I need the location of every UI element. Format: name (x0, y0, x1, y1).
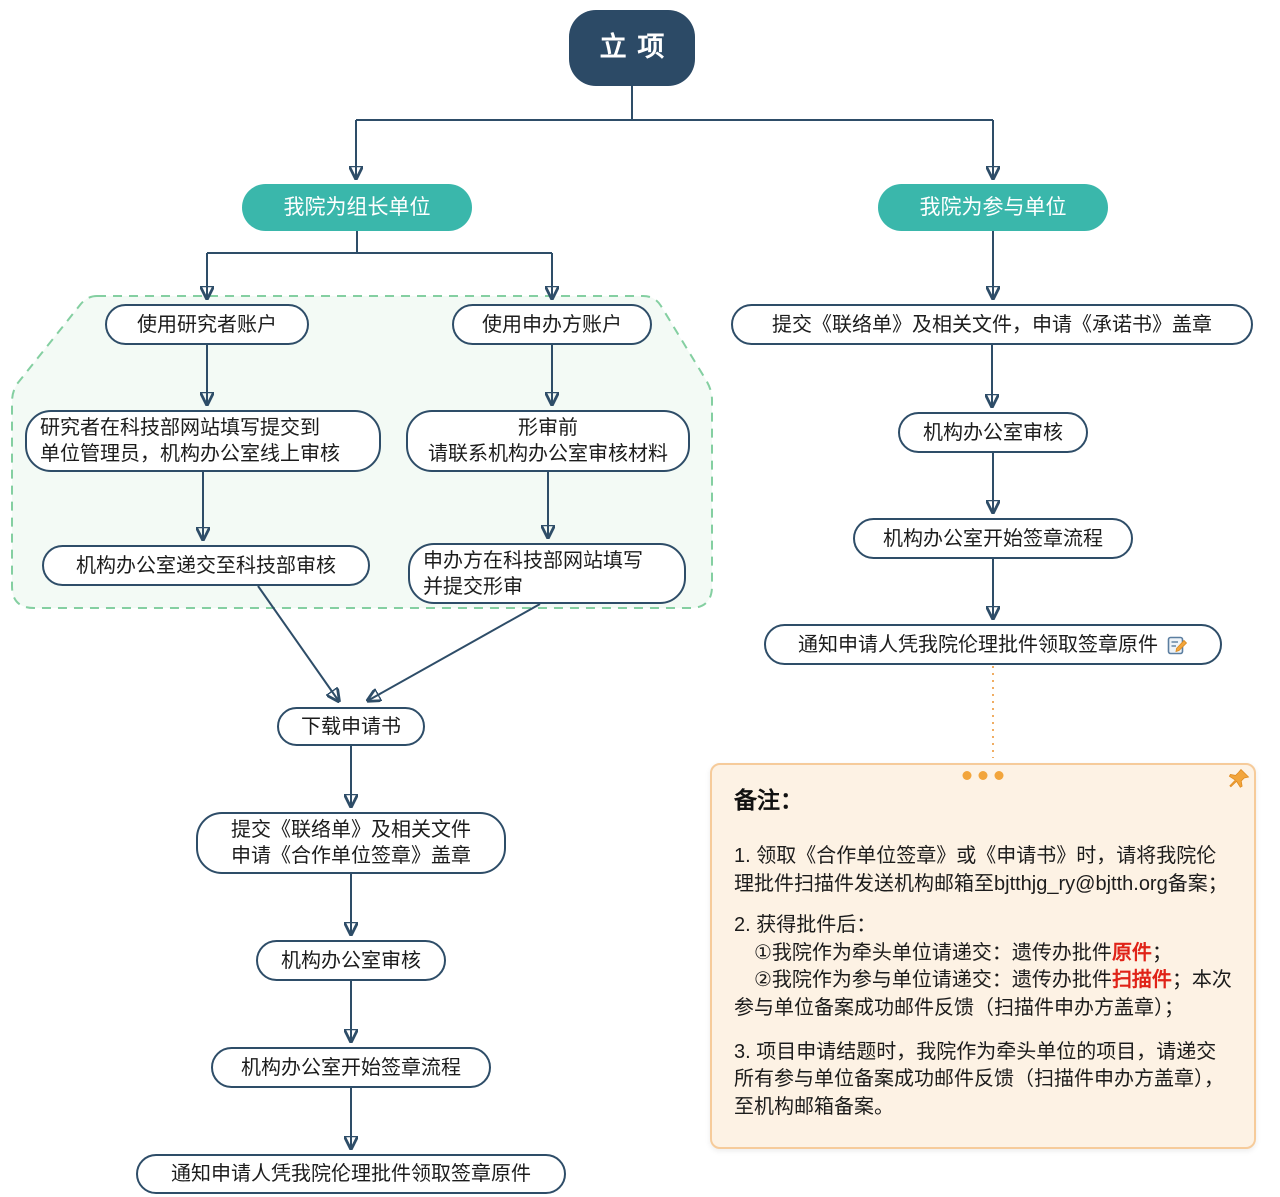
memo-icon (1167, 636, 1188, 654)
node-office-forward: 机构办公室递交至科技部审核 (42, 545, 370, 586)
node-sponsor-submit-line2: 并提交形审 (423, 575, 523, 598)
node-researcher-submit-line2: 单位管理员，机构办公室线上审核 (40, 443, 340, 465)
node-notify-left: 通知申请人凭我院伦理批件领取签章原件 (136, 1154, 566, 1194)
node-submit-coop-line2: 申请《合作单位签章》盖章 (231, 845, 471, 867)
note-item-2-sub1: ①我院作为牵头单位请递交：遗传办批件原件； (734, 940, 1232, 968)
node-submit-coop: 提交《联络单》及相关文件 申请《合作单位签章》盖章 (196, 812, 506, 874)
node-download: 下载申请书 (277, 707, 425, 746)
flow-arrows (203, 86, 993, 1147)
node-researcher-account: 使用研究者账户 (105, 304, 309, 345)
node-office-sign-right: 机构办公室开始签章流程 (853, 518, 1133, 559)
node-sponsor-account: 使用申办方账户 (452, 304, 652, 345)
node-notify-right-label: 通知申请人凭我院伦理批件领取签章原件 (798, 633, 1158, 656)
note-item-2-sub2-tail: ；本次参与单位备案成功邮件反馈（扫描件申办方盖章）； (734, 969, 1232, 1019)
node-pre-review-line1: 形审前 (518, 417, 578, 439)
node-submit-coop-line1: 提交《联络单》及相关文件 (231, 819, 471, 841)
note-item-2-sub2: ②我院作为参与单位请递交：遗传办批件扫描件；本次参与单位备案成功邮件反馈（扫描件… (734, 967, 1232, 1022)
note-item-2-sub1-tail: ； (1151, 941, 1172, 964)
node-office-review-right: 机构办公室审核 (898, 412, 1088, 453)
node-sponsor-submit-line1: 申办方在科技部网站填写 (423, 549, 643, 572)
note-item-2-sub2-text: ②我院作为参与单位请递交：遗传办批件 (734, 969, 1112, 992)
note-item-2-intro: 2. 获得批件后： (734, 914, 877, 937)
note-item-1: 1. 领取《合作单位签章》或《申请书》时，请将我院伦理批件扫描件发送机构邮箱至b… (734, 845, 1228, 895)
note-item-2-sub1-highlight: 原件 (1111, 941, 1152, 964)
node-start: 立项 (569, 10, 695, 86)
node-researcher-submit-line1: 研究者在科技部网站填写提交到 (40, 417, 320, 439)
node-office-sign-left: 机构办公室开始签章流程 (211, 1047, 491, 1088)
arrow-sponsor-submit-to-download (369, 603, 541, 700)
note-item-2-sub2-highlight: 扫描件 (1111, 969, 1172, 992)
note-item-2-sub1-text: ①我院作为牵头单位请递交：遗传办批件 (734, 941, 1112, 964)
node-submit-promise: 提交《联络单》及相关文件，申请《承诺书》盖章 (731, 304, 1253, 345)
node-branch-leader: 我院为组长单位 (242, 184, 472, 231)
node-branch-participant: 我院为参与单位 (878, 184, 1108, 231)
note-title: 备注： (734, 787, 803, 813)
pushpin-icon (1228, 768, 1250, 788)
node-pre-review: 形审前 请联系机构办公室审核材料 (406, 410, 690, 472)
arrow-office-forward-to-download (257, 585, 338, 700)
ellipsis-icon (962, 771, 1004, 780)
node-notify-right: 通知申请人凭我院伦理批件领取签章原件 (764, 624, 1222, 665)
note-item-3: 3. 项目申请结题时，我院作为牵头单位的项目，请递交所有参与单位备案成功邮件反馈… (734, 1040, 1224, 1118)
node-sponsor-submit: 申办方在科技部网站填写 并提交形审 (408, 543, 686, 604)
node-pre-review-line2: 请联系机构办公室审核材料 (428, 443, 668, 465)
note-panel: 备注： 1. 领取《合作单位签章》或《申请书》时，请将我院伦理批件扫描件发送机构… (710, 763, 1256, 1149)
node-office-review-left: 机构办公室审核 (256, 940, 446, 981)
node-researcher-submit: 研究者在科技部网站填写提交到 单位管理员，机构办公室线上审核 (25, 410, 381, 472)
